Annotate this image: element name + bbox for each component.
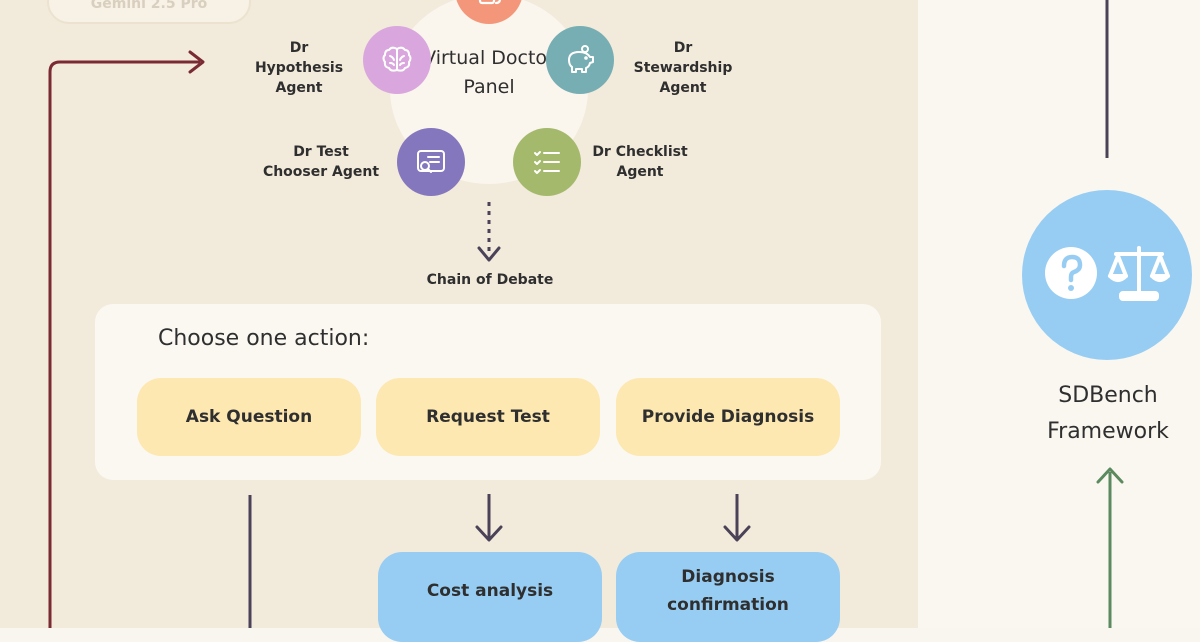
feedback-loop-arrow (48, 60, 200, 628)
checklist-agent-label: Dr Checklist Agent (592, 144, 688, 180)
test-chooser-agent-icon (397, 128, 465, 196)
piggy-bank-icon (568, 45, 594, 73)
scales-icon (1108, 246, 1170, 301)
framework-green-arrowhead (1096, 467, 1124, 484)
request-test-arrowhead (475, 525, 503, 542)
provide-diagnosis-arrowhead (723, 525, 751, 542)
hypothesis-agent-icon (363, 26, 431, 94)
hypothesis-agent-label: Dr Hypothesis Agent (254, 40, 344, 96)
checklist-agent-icon (513, 128, 581, 196)
stewardship-agent-label: Dr Stewardship Agent (633, 40, 733, 96)
virtual-doctor-panel-title: Virtual Doctor Panel (423, 47, 555, 98)
chain-of-debate-label: Chain of Debate (426, 272, 554, 288)
connector-arrows (48, 0, 1124, 628)
report-search-icon (417, 150, 445, 173)
request-test-button[interactable]: Request Test (376, 378, 600, 456)
chain-of-debate-arrowhead (477, 246, 501, 262)
framework-circle (1022, 190, 1192, 360)
checklist-icon (534, 151, 560, 174)
sdbench-framework-title: SDBench Framework (1047, 383, 1169, 444)
provide-diagnosis-button[interactable]: Provide Diagnosis (616, 378, 840, 456)
ask-question-button[interactable]: Ask Question (137, 378, 361, 456)
stewardship-agent-icon (546, 26, 614, 94)
question-icon (1045, 247, 1097, 299)
test-chooser-agent-label: Dr Test Chooser Agent (262, 144, 380, 180)
model-name: Gemini 2.5 Pro (90, 0, 208, 12)
diagnosis-confirmation-label: Diagnosis confirmation (667, 567, 789, 615)
brain-icon (382, 46, 412, 72)
feedback-loop-arrowhead (188, 50, 205, 74)
diagnosis-confirmation-box: Diagnosis confirmation (616, 552, 840, 642)
cost-analysis-label: Cost analysis (426, 581, 554, 601)
action-prompt: Choose one action: (158, 326, 370, 351)
cost-analysis-box: Cost analysis (378, 552, 602, 642)
model-badge: Gemini 2.5 Pro (47, 0, 251, 24)
